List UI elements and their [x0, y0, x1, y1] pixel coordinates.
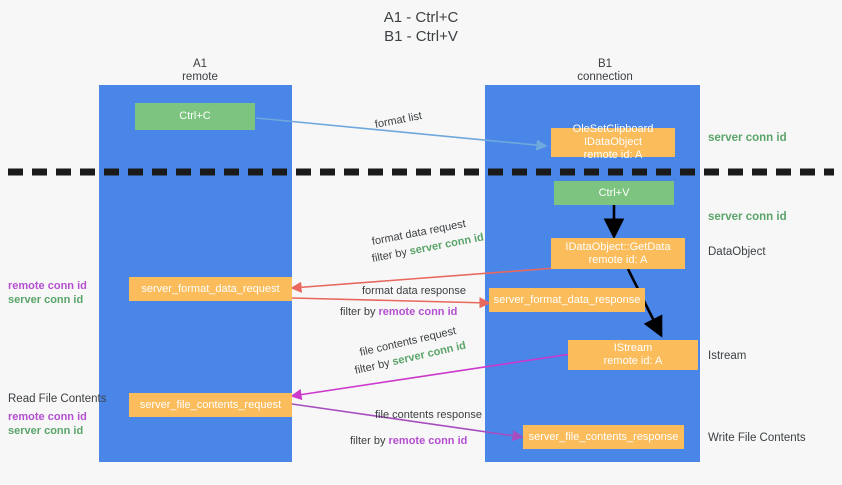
label-server-conn-id-mid: server conn id: [708, 211, 787, 223]
node-ctrl-c-label: Ctrl+C: [179, 110, 211, 122]
node-istream-line1: IStream: [613, 342, 653, 354]
caption-format-data-response: format data response: [362, 285, 466, 297]
label-server-conn-id-top: server conn id: [708, 132, 787, 144]
node-server-file-contents-request-label: server_file_contents_request: [139, 398, 282, 411]
lane-a1-subtitle: remote: [182, 71, 218, 83]
node-ctrl-c[interactable]: Ctrl+C: [135, 103, 255, 130]
node-olesetclipboard-idataobject-line1: OleSetClipboard IDataObject: [572, 123, 654, 148]
label-conn-ids-lower: remote conn id server conn id: [8, 410, 87, 438]
lane-a1-title: A1: [192, 58, 208, 70]
node-server-file-contents-response[interactable]: server_file_contents_response: [523, 425, 684, 449]
caption-file-contents-response-filter: filter by remote conn id: [350, 434, 467, 448]
caption-format-list: format list: [373, 110, 423, 131]
node-server-format-data-response-label: server_format_data_response: [493, 293, 641, 306]
node-server-file-contents-response-label: server_file_contents_response: [528, 430, 679, 443]
label-conn-ids-upper: remote conn id server conn id: [8, 279, 87, 307]
node-istream[interactable]: IStream remote id: A: [568, 340, 698, 370]
node-idataobject-getdata-line1: IDataObject::GetData: [565, 240, 671, 253]
node-idataobject-getdata[interactable]: IDataObject::GetData remote id: A: [551, 238, 685, 269]
label-write-file-contents: Write File Contents: [708, 432, 806, 444]
lane-b1-subtitle: connection: [577, 71, 633, 83]
label-remote-conn-id-upper: remote conn id: [8, 280, 87, 292]
node-idataobject-getdata-line2: remote id: A: [588, 253, 648, 266]
node-server-file-contents-request[interactable]: server_file_contents_request: [129, 393, 292, 417]
label-istream: Istream: [708, 350, 747, 362]
caption-format-data-request-filter-prefix: filter by: [370, 245, 411, 265]
page-title: A1 - Ctrl+C B1 - Ctrl+V: [0, 8, 842, 46]
label-read-file-contents: Read File Contents: [8, 393, 107, 405]
node-ctrl-v[interactable]: Ctrl+V: [554, 181, 674, 205]
label-dataobject: DataObject: [708, 246, 766, 258]
label-remote-conn-id-lower: remote conn id: [8, 411, 87, 423]
caption-file-contents-request-filter-prefix: filter by: [353, 356, 394, 377]
node-olesetclipboard-idataobject[interactable]: OleSetClipboard IDataObject remote id: A: [551, 123, 675, 161]
title-line-2: B1 - Ctrl+V: [384, 28, 458, 45]
caption-format-data-response-filter: filter by remote conn id: [340, 305, 457, 319]
node-istream-line2: remote id: A: [603, 355, 663, 367]
node-olesetclipboard-idataobject-line2: remote id: A: [583, 149, 643, 161]
node-server-format-data-response[interactable]: server_format_data_response: [489, 288, 645, 312]
lane-b1-title: B1: [597, 58, 613, 70]
caption-file-contents-response-filter-tag: remote conn id: [388, 435, 468, 447]
node-server-format-data-request-label: server_format_data_request: [141, 282, 280, 295]
label-server-conn-id-lower: server conn id: [8, 425, 84, 437]
caption-file-contents-response-filter-prefix: filter by: [350, 435, 389, 447]
lane-header-a1: A1 remote: [130, 58, 270, 84]
arrow-format-data-response: [291, 297, 491, 309]
node-ctrl-v-label: Ctrl+V: [598, 186, 630, 199]
node-server-format-data-request[interactable]: server_format_data_request: [129, 277, 292, 301]
caption-file-contents-response: file contents response: [375, 409, 483, 421]
caption-format-data-response-filter-tag: remote conn id: [378, 306, 458, 318]
lane-header-b1: B1 connection: [530, 58, 680, 84]
title-line-1: A1 - Ctrl+C: [383, 9, 459, 26]
caption-format-data-response-filter-prefix: filter by: [340, 306, 379, 318]
label-server-conn-id-upper: server conn id: [8, 294, 84, 306]
